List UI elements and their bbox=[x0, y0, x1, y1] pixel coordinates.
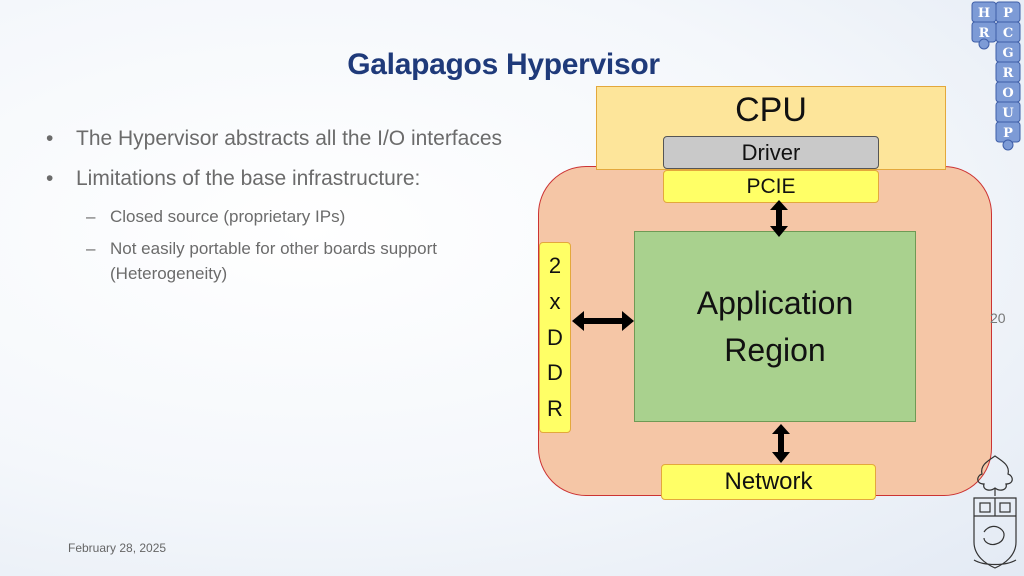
driver-label: Driver bbox=[741, 139, 801, 165]
logo-letter: U bbox=[1002, 106, 1014, 121]
ddr-char: 2 bbox=[548, 253, 562, 278]
ddr-char: x bbox=[549, 288, 561, 314]
driver-block: Driver bbox=[663, 136, 879, 169]
ddr-char: D bbox=[547, 324, 563, 350]
application-region-block: Application Region bbox=[634, 231, 916, 422]
logo-letter: P bbox=[1003, 126, 1013, 141]
logo-letter: P bbox=[1003, 6, 1013, 21]
logo-letter: R bbox=[1003, 66, 1014, 81]
ddr-char: R bbox=[547, 396, 563, 421]
logo-letter: G bbox=[1002, 46, 1013, 61]
ddr-char: D bbox=[547, 360, 563, 386]
network-label: Network bbox=[724, 468, 813, 495]
slide-date: February 28, 2025 bbox=[68, 541, 167, 555]
sub-bullet-item: Closed source (proprietary IPs) bbox=[44, 204, 514, 229]
logo-letter: R bbox=[979, 26, 990, 41]
app-label-line1: Application bbox=[696, 284, 854, 321]
cpu-label: CPU bbox=[735, 91, 807, 129]
pcie-block: PCIE bbox=[663, 170, 879, 203]
pcie-label: PCIE bbox=[746, 174, 796, 198]
bullet-item: The Hypervisor abstracts all the I/O int… bbox=[44, 124, 514, 154]
app-network-arrow bbox=[772, 424, 790, 463]
logo-letter: C bbox=[1003, 26, 1013, 41]
ddr-app-arrow bbox=[572, 311, 634, 331]
network-block: Network bbox=[661, 464, 876, 500]
logo-letter: H bbox=[978, 6, 990, 21]
university-crest-icon bbox=[973, 455, 1017, 569]
slide-title: Galapagos Hypervisor bbox=[347, 48, 660, 81]
hprc-group-logo: H P R C G R O U P bbox=[971, 1, 1021, 151]
pcie-app-arrow bbox=[770, 200, 788, 237]
bullet-list: The Hypervisor abstracts all the I/O int… bbox=[44, 124, 514, 293]
logo-letter: O bbox=[1002, 86, 1013, 101]
ddr-block: 2 x D D R bbox=[539, 242, 571, 433]
app-label-line2: Region bbox=[724, 331, 826, 368]
sub-bullet-item: Not easily portable for other boards sup… bbox=[44, 236, 514, 286]
slide-number: 20 bbox=[990, 310, 1006, 326]
bullet-item: Limitations of the base infrastructure: bbox=[44, 164, 514, 194]
